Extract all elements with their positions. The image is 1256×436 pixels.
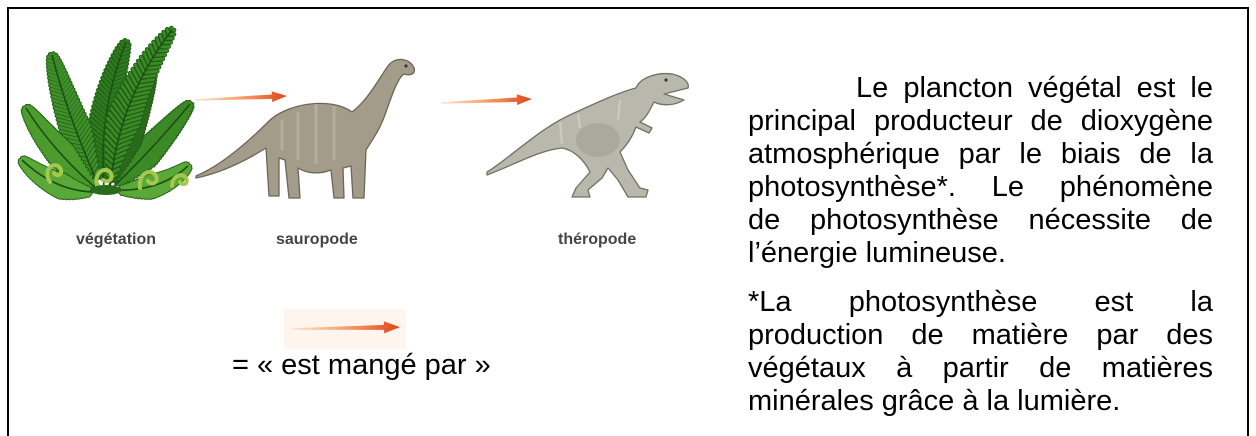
frond-leaflets xyxy=(21,104,95,188)
plant-base xyxy=(90,185,122,195)
eaten-by-arrow xyxy=(440,94,532,106)
sauropod-label: sauropode xyxy=(276,231,358,248)
paragraph-line: minérales grâce à la lumière. xyxy=(748,385,1121,417)
explanation-text: Le plancton végétal est le principal pro… xyxy=(748,72,1213,418)
frond-midrib xyxy=(109,29,173,189)
plant-frond xyxy=(103,25,177,189)
frond-midrib xyxy=(25,107,99,191)
paragraph-line: l’énergie lumineuse. xyxy=(748,237,1006,269)
plant-frond xyxy=(20,103,99,191)
paragraph-line: production de matière par des xyxy=(748,319,1213,351)
frond-midrib xyxy=(113,165,189,191)
legend-text: = « est mangé par » xyxy=(232,349,491,381)
plant-frond xyxy=(17,155,97,201)
paragraph-definition: *La photosynthèse est la production de m… xyxy=(748,286,1213,418)
paragraph-line: Le plancton végétal est le xyxy=(856,72,1213,104)
paragraph-line: *La photosynthèse est la xyxy=(748,286,1213,318)
food-chain-diagram xyxy=(17,25,689,349)
paragraph-line: atmosphérique par le biais de la xyxy=(748,138,1213,170)
theropod-illustration xyxy=(486,72,689,198)
vegetation-label: végétation xyxy=(76,231,157,248)
paragraph-line: principal producteur de dioxygène xyxy=(748,105,1213,137)
paragraph-line: végétaux à partir de matières xyxy=(748,352,1213,384)
sauropod-illustration xyxy=(195,58,416,199)
legend-arrow xyxy=(284,309,406,349)
paragraph-line: photosynthèse*. Le phénomène xyxy=(748,171,1213,203)
paragraph-line: de photosynthèse nécessite de xyxy=(748,204,1213,236)
vegetation-illustration xyxy=(17,25,195,201)
frond-midrib xyxy=(51,54,101,189)
content-frame xyxy=(7,7,1249,436)
frond-midrib xyxy=(111,103,191,189)
fiddlehead-curls xyxy=(45,163,189,190)
theropod-label: théropode xyxy=(558,231,637,248)
frond-midrib xyxy=(21,159,97,193)
eaten-by-arrow xyxy=(195,91,287,103)
paragraph-photosynthesis: Le plancton végétal est le principal pro… xyxy=(748,72,1213,270)
